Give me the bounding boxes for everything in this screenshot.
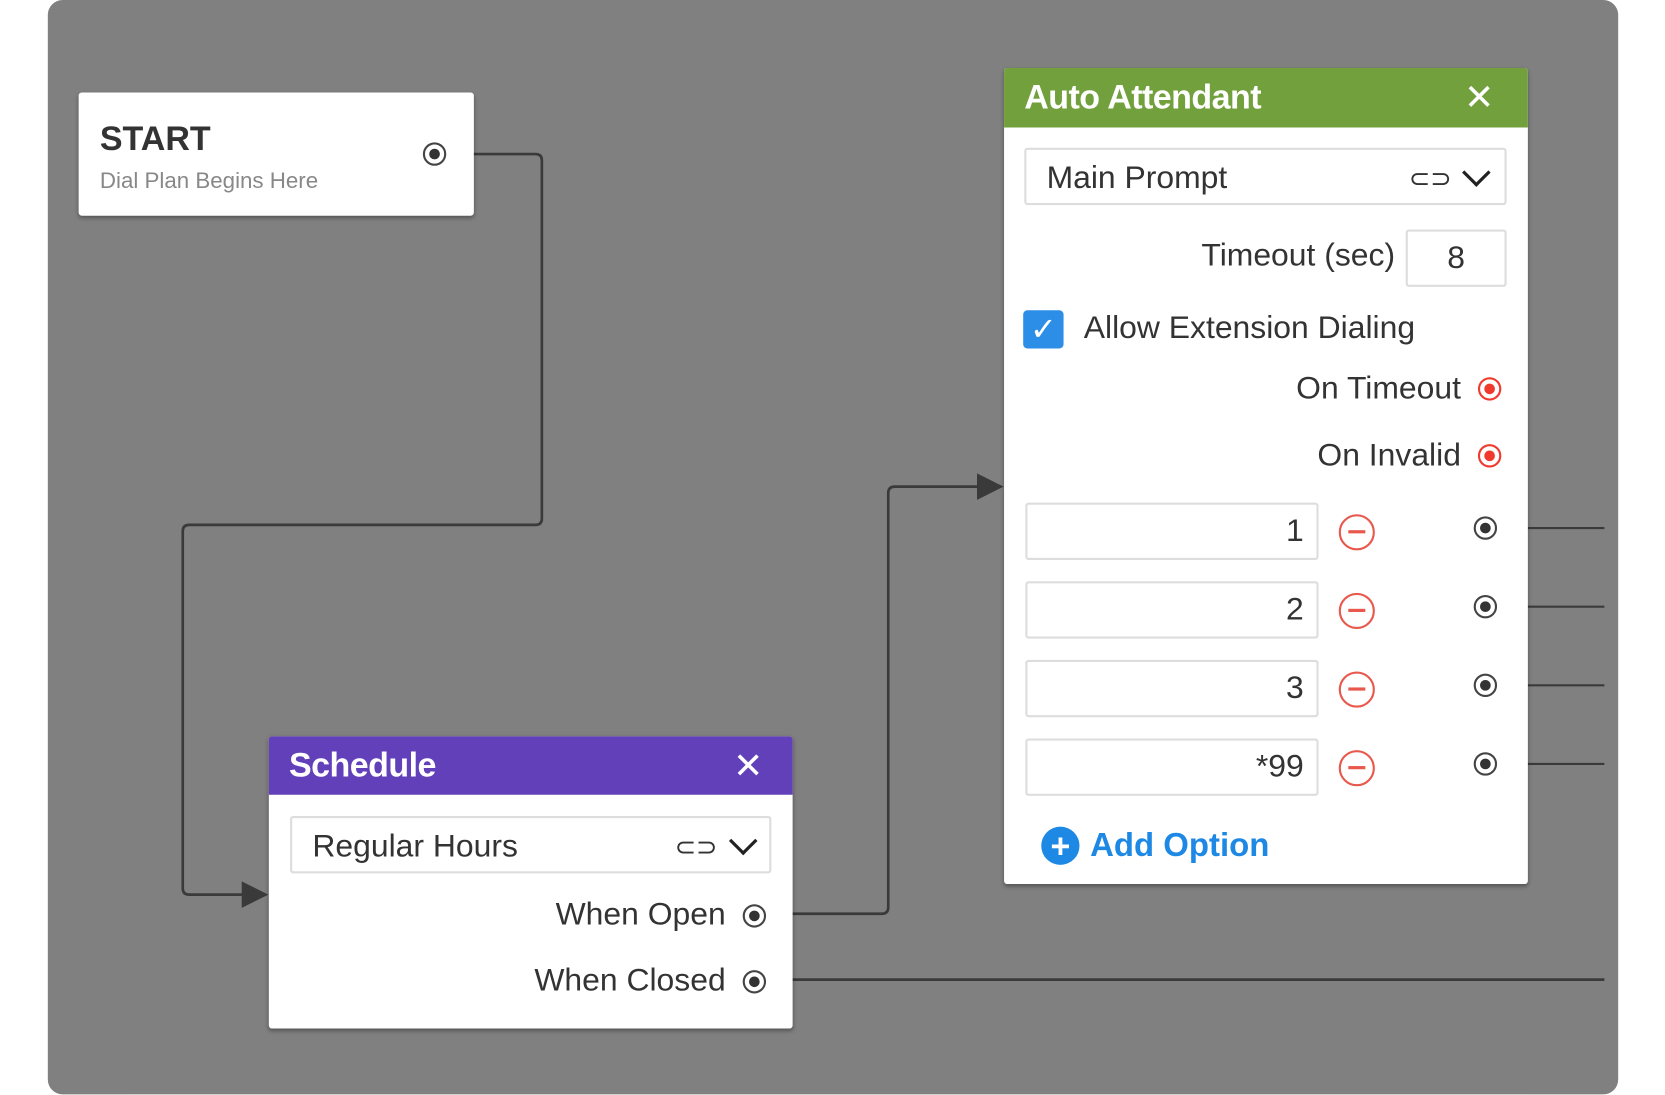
- option-input-2[interactable]: 2: [1025, 581, 1319, 639]
- timeout-label: Timeout (sec): [1201, 238, 1396, 274]
- option-input-1[interactable]: 1: [1025, 502, 1319, 560]
- schedule-close-icon[interactable]: ✕: [733, 745, 763, 787]
- when-open-label: When Open: [555, 896, 726, 932]
- add-option-label: Add Option: [1090, 826, 1270, 864]
- schedule-header[interactable]: Schedule ✕: [268, 736, 793, 795]
- timeout-input[interactable]: 8: [1405, 229, 1507, 287]
- allow-extension-checkbox[interactable]: ✓: [1023, 310, 1064, 349]
- option-input-4[interactable]: *99: [1025, 738, 1319, 796]
- remove-option-icon[interactable]: [1338, 514, 1375, 551]
- auto-attendant-node[interactable]: Auto Attendant ✕ Main Prompt ⊂⊃ Timeout …: [1004, 68, 1528, 884]
- chevron-down-icon[interactable]: [1462, 158, 1491, 187]
- plus-circle-icon: +: [1041, 826, 1080, 865]
- on-invalid-port[interactable]: [1477, 444, 1502, 468]
- when-closed-label: When Closed: [534, 962, 726, 998]
- wire-start-to-schedule: [181, 152, 544, 908]
- schedule-title: Schedule: [289, 745, 436, 785]
- option-port-4[interactable]: [1473, 752, 1498, 776]
- remove-option-icon[interactable]: [1338, 592, 1375, 629]
- schedule-select[interactable]: Regular Hours ⊂⊃: [290, 816, 772, 874]
- chevron-down-icon[interactable]: [728, 826, 758, 856]
- link-icon[interactable]: ⊂⊃: [674, 833, 718, 862]
- allow-extension-label: Allow Extension Dialing: [1083, 310, 1416, 346]
- start-title: START: [99, 119, 211, 158]
- option-port-1[interactable]: [1473, 516, 1498, 540]
- remove-option-icon[interactable]: [1338, 750, 1375, 787]
- option-port-2[interactable]: [1473, 595, 1498, 619]
- auto-attendant-header[interactable]: Auto Attendant ✕: [1004, 68, 1528, 128]
- on-invalid-label: On Invalid: [1317, 437, 1461, 473]
- prompt-select[interactable]: Main Prompt ⊂⊃: [1024, 147, 1507, 206]
- link-icon[interactable]: ⊂⊃: [1408, 164, 1452, 194]
- when-closed-port[interactable]: [742, 970, 767, 994]
- schedule-select-value: Regular Hours: [312, 828, 518, 864]
- when-open-port[interactable]: [742, 904, 767, 928]
- start-node[interactable]: START Dial Plan Begins Here: [78, 92, 474, 216]
- on-timeout-label: On Timeout: [1296, 370, 1461, 406]
- auto-attendant-title: Auto Attendant: [1024, 77, 1262, 116]
- remove-option-icon[interactable]: [1338, 671, 1375, 708]
- on-timeout-port[interactable]: [1477, 377, 1502, 401]
- add-option-button[interactable]: + Add Option: [1041, 825, 1269, 865]
- wire-open-to-attendant: [771, 473, 1004, 916]
- option-port-3[interactable]: [1473, 673, 1498, 697]
- auto-attendant-close-icon[interactable]: ✕: [1464, 77, 1494, 118]
- option-input-3[interactable]: 3: [1025, 659, 1319, 718]
- start-subtitle: Dial Plan Begins Here: [99, 168, 319, 194]
- check-icon: ✓: [1030, 312, 1057, 348]
- start-output-port[interactable]: [422, 142, 447, 166]
- prompt-select-value: Main Prompt: [1046, 160, 1228, 196]
- schedule-node[interactable]: Schedule ✕ Regular Hours ⊂⊃ When Open Wh…: [268, 736, 793, 1029]
